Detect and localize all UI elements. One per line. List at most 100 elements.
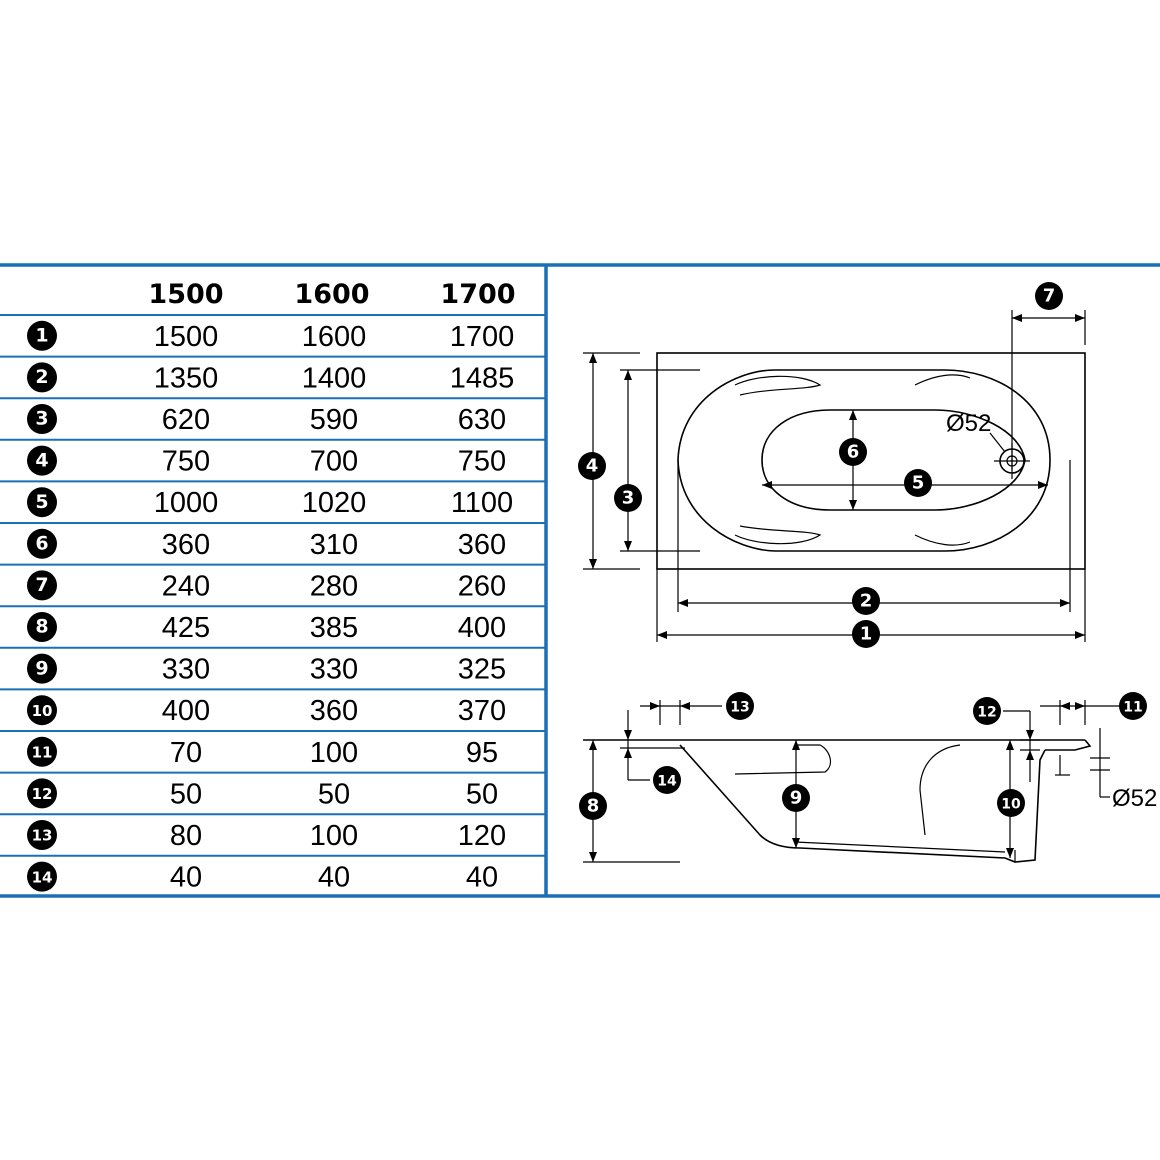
table-cell: 240 xyxy=(162,570,210,602)
marker-number: 4 xyxy=(586,455,599,476)
table-cell: 750 xyxy=(458,446,506,478)
plan-marker-3: 3 xyxy=(614,484,642,512)
row-marker-12: 12 xyxy=(27,778,57,809)
marker-circle xyxy=(27,362,57,393)
table-cell: 360 xyxy=(162,529,210,561)
marker-number: 1 xyxy=(35,325,48,347)
marker-number: 11 xyxy=(1123,699,1142,715)
table-cell: 280 xyxy=(310,570,358,602)
table-cell: 1600 xyxy=(302,321,367,353)
table-cell: 50 xyxy=(170,778,202,810)
table-cell: 1000 xyxy=(154,487,219,519)
marker-number: 12 xyxy=(32,785,53,803)
marker-number: 10 xyxy=(32,702,53,720)
table-cell: 100 xyxy=(310,820,358,852)
row-marker-14: 14 xyxy=(27,861,57,892)
section-marker-13: 13 xyxy=(726,692,754,720)
table-cell: 1500 xyxy=(154,321,219,353)
marker-circle xyxy=(1119,692,1147,720)
row-marker-2: 2 xyxy=(27,362,57,393)
table-cell: 1350 xyxy=(154,362,219,394)
table-cell: 40 xyxy=(318,862,350,894)
table-cell: 1100 xyxy=(451,487,513,519)
marker-number: 14 xyxy=(32,868,53,886)
marker-circle xyxy=(653,766,681,794)
column-header-1600: 1600 xyxy=(294,279,369,310)
table-cell: 400 xyxy=(458,612,506,644)
marker-circle xyxy=(27,528,57,559)
table-cell: 590 xyxy=(310,404,358,436)
table-cell: 1700 xyxy=(450,321,515,353)
marker-number: 13 xyxy=(730,699,749,715)
table-cell: 95 xyxy=(466,737,498,769)
row-marker-8: 8 xyxy=(27,612,57,642)
marker-circle xyxy=(839,438,867,466)
table-cell: 360 xyxy=(310,695,358,727)
marker-circle xyxy=(726,692,754,720)
frame xyxy=(0,263,1160,898)
marker-number: 6 xyxy=(847,441,860,462)
drain-diameter-label-top: Ø52 xyxy=(946,410,991,437)
row-marker-7: 7 xyxy=(27,570,57,601)
table-cell: 50 xyxy=(466,778,498,810)
row-marker-5: 5 xyxy=(27,487,57,518)
marker-number: 14 xyxy=(657,773,677,789)
table-cell: 700 xyxy=(310,446,358,478)
table-cell: 385 xyxy=(310,612,358,644)
marker-number: 7 xyxy=(35,574,48,596)
marker-number: 8 xyxy=(587,795,600,816)
marker-circle xyxy=(852,587,880,615)
section-marker-9: 9 xyxy=(782,784,810,812)
marker-number: 7 xyxy=(1043,285,1056,306)
table-cell: 325 xyxy=(458,654,506,686)
marker-number: 10 xyxy=(1001,796,1021,812)
marker-number: 2 xyxy=(35,366,48,388)
marker-number: 11 xyxy=(32,744,53,762)
marker-number: 6 xyxy=(35,533,48,555)
table-cell: 120 xyxy=(458,820,506,852)
table-header-row: 1500 1600 1700 xyxy=(148,279,515,310)
marker-number: 1 xyxy=(860,623,873,644)
marker-number: 4 xyxy=(35,449,48,471)
row-marker-13: 13 xyxy=(27,820,57,850)
marker-circle xyxy=(27,570,57,601)
marker-circle xyxy=(27,861,57,892)
marker-number: 9 xyxy=(790,787,803,808)
table-cell: 50 xyxy=(318,778,350,810)
marker-number: 8 xyxy=(35,616,48,638)
marker-circle xyxy=(27,653,57,684)
marker-number: 12 xyxy=(977,704,996,720)
marker-circle xyxy=(997,789,1025,817)
marker-circle xyxy=(27,404,57,434)
section-marker-10: 10 xyxy=(997,789,1025,817)
table-row: 2 1350 1400 1485 xyxy=(27,362,514,394)
plan-view: Ø52 xyxy=(583,310,1086,642)
section-marker-11: 11 xyxy=(1119,692,1147,720)
row-marker-10: 10 xyxy=(27,695,57,726)
marker-circle xyxy=(27,487,57,518)
table-cell: 1485 xyxy=(450,362,515,394)
table-cell: 100 xyxy=(310,737,358,769)
marker-circle xyxy=(27,612,57,642)
marker-circle xyxy=(27,445,57,476)
marker-number: 3 xyxy=(622,487,635,508)
table-cell: 1400 xyxy=(302,362,367,394)
marker-circle xyxy=(782,784,810,812)
table-row: 12 50 50 50 xyxy=(27,778,498,810)
marker-circle xyxy=(578,452,606,480)
table-cell: 70 xyxy=(170,737,202,769)
marker-circle xyxy=(27,778,57,809)
